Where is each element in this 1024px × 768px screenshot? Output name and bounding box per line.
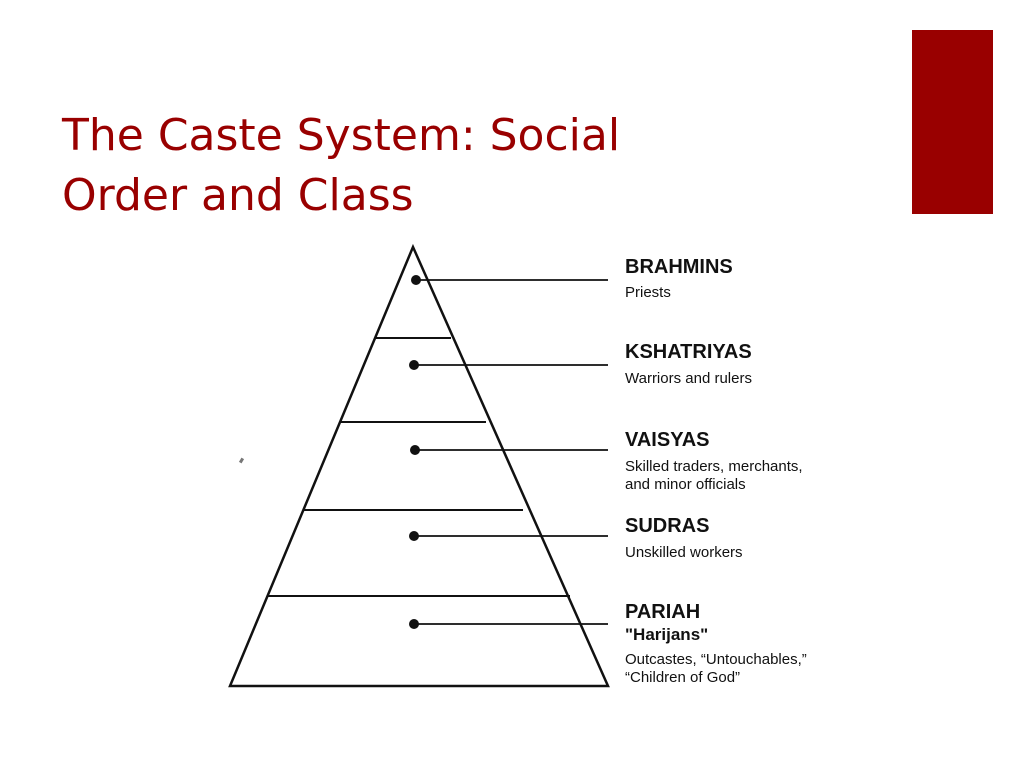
caste-description: “Children of God” xyxy=(625,669,740,686)
slide-title: The Caste System: Social Order and Class xyxy=(62,110,621,221)
caste-description: Warriors and rulers xyxy=(625,370,752,387)
pyramid-outline xyxy=(228,243,610,688)
caste-name-sudras: SUDRAS xyxy=(625,515,709,537)
pyramid-level-kshatriyas: KSHATRIYAS Warriors and rulers xyxy=(409,341,752,387)
caste-name-vaisyas: VAISYAS xyxy=(625,429,709,451)
pyramid-level-pariah: PARIAH "Harijans" Outcastes, “Untouchabl… xyxy=(409,601,807,686)
pyramid-level-sudras: SUDRAS Unskilled workers xyxy=(409,515,743,561)
caste-description: Outcastes, “Untouchables,” xyxy=(625,651,807,668)
caste-name-kshatriyas: KSHATRIYAS xyxy=(625,341,752,363)
caste-description: Priests xyxy=(625,284,671,301)
pyramid-level-brahmins: BRAHMINS Priests xyxy=(411,256,733,301)
caste-description: Skilled traders, merchants, xyxy=(625,458,803,475)
caste-name-pariah: PARIAH xyxy=(625,601,700,623)
caste-name-brahmins: BRAHMINS xyxy=(625,256,733,278)
caste-description: and minor officials xyxy=(625,476,746,493)
caste-alternate-name: "Harijans" xyxy=(625,625,708,644)
pyramid-level-vaisyas: VAISYAS Skilled traders, merchants, and … xyxy=(410,429,803,493)
caste-description: Unskilled workers xyxy=(625,544,743,561)
accent-bar xyxy=(912,30,993,214)
